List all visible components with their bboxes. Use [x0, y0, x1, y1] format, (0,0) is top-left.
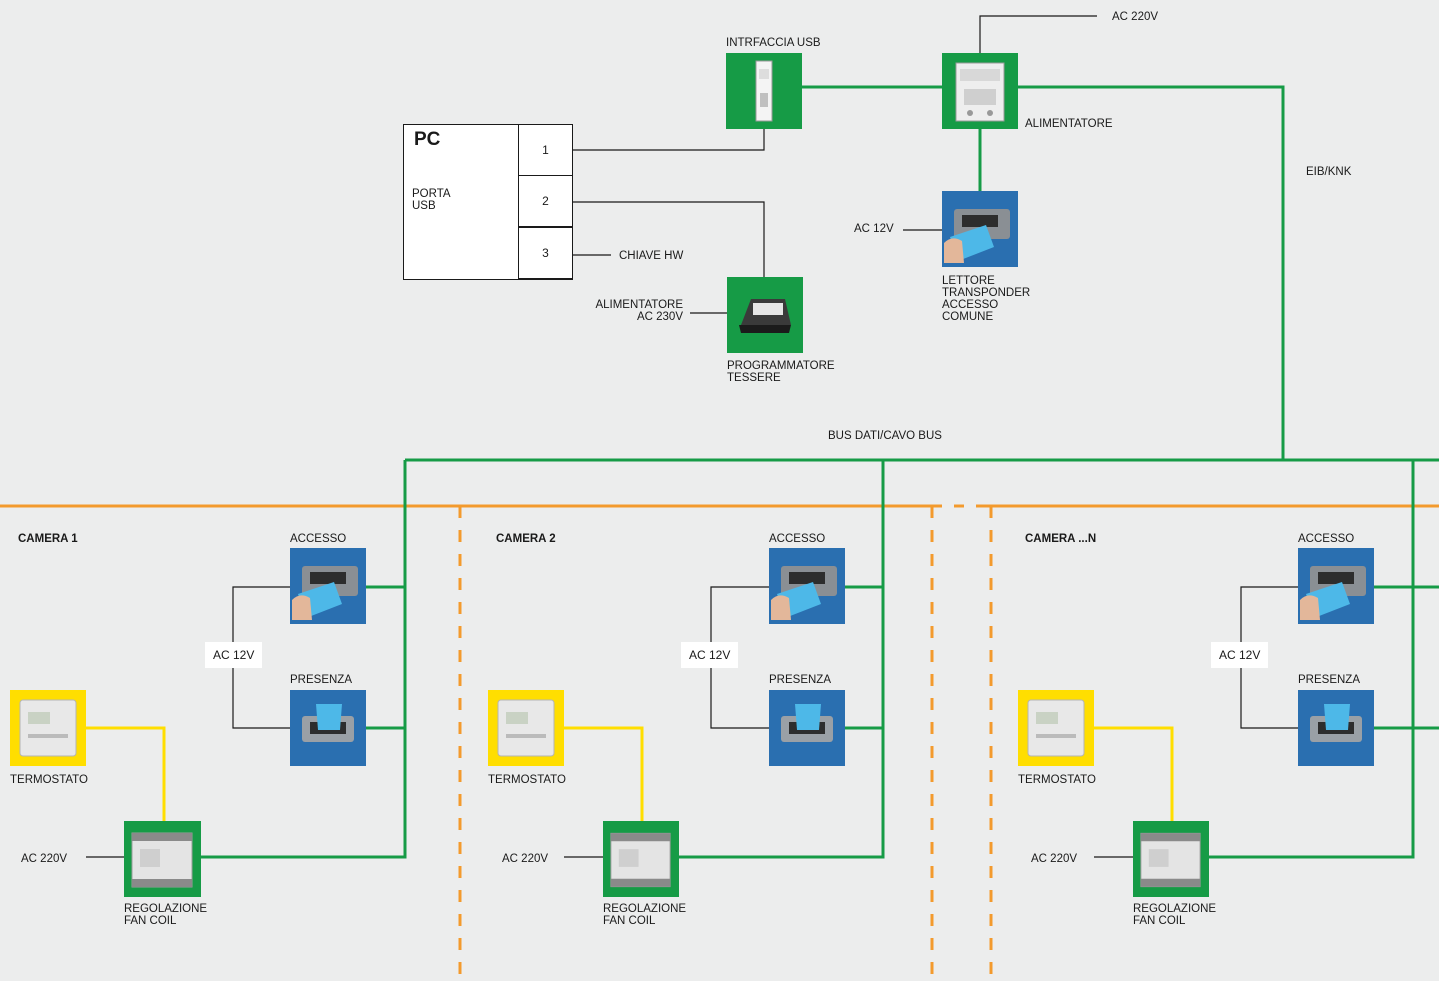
room-title: CAMERA 2: [496, 533, 556, 545]
presence-sensor-device: [769, 690, 845, 766]
card-holder-icon: [1310, 704, 1362, 742]
wire-pc-usb: [573, 129, 765, 151]
reader-label: LETTORE TRANSPONDER ACCESSO COMUNE: [942, 275, 1031, 323]
card-reader-icon: [944, 209, 1010, 263]
programmer-label: PROGRAMMATORE TESSERE: [727, 360, 835, 384]
card-reader-icon: [1300, 566, 1366, 620]
eib-knk-label: EIB/KNK: [1306, 166, 1352, 178]
hw-key-label: CHIAVE HW: [619, 250, 684, 262]
access-reader-device: [1298, 548, 1374, 624]
card-reader-icon: [292, 566, 358, 620]
card-programmer-icon: [739, 299, 791, 333]
ac220-label: AC 220V: [502, 853, 549, 865]
fan-coil-controller-device: [124, 821, 201, 897]
transponder-reader-device: [942, 191, 1018, 267]
ac12-label: AC 12V: [205, 642, 263, 668]
ac12-label: AC 12V: [1211, 642, 1269, 668]
card-programmer-device: [727, 277, 803, 353]
din-module-icon: [755, 60, 773, 122]
presence-sensor-device: [1298, 690, 1374, 766]
access-reader-device: [769, 548, 845, 624]
ac12-reader-label: AC 12V: [854, 223, 894, 235]
bus-eib-trunk: [1018, 85, 1285, 460]
pc-port-2: 2: [518, 175, 573, 227]
fan-coil-label: REGOLAZIONE FAN COIL: [1133, 903, 1217, 927]
ac220-top-label: AC 220V: [1112, 11, 1159, 23]
room-title: CAMERA ...N: [1025, 533, 1097, 545]
presence-label: PRESENZA: [1298, 674, 1360, 686]
access-reader-device: [290, 548, 366, 624]
pc-port-3: 3: [518, 227, 573, 279]
thermostat-device: [1018, 690, 1094, 766]
usb-port-label: PORTA USB: [412, 188, 451, 212]
fan-coil-controller-device: [1133, 821, 1209, 897]
pc-title: PC: [414, 129, 441, 150]
card-holder-icon: [781, 704, 833, 742]
alim230-label: ALIMENTATORE AC 230V: [595, 299, 683, 323]
bus-label: BUS DATI/CAVO BUS: [828, 430, 942, 442]
access-label: ACCESSO: [290, 533, 347, 545]
ac12-label: AC 12V: [681, 642, 739, 668]
card-holder-icon: [302, 704, 354, 742]
thermostat-icon: [19, 699, 77, 757]
presence-label: PRESENZA: [290, 674, 352, 686]
thermostat-device: [488, 690, 564, 766]
thermostat-label: TERMOSTATO: [1018, 774, 1096, 786]
controller-module-icon: [610, 832, 671, 888]
controller-module-icon: [1140, 832, 1201, 888]
power-supply-icon: [955, 62, 1005, 122]
ac220-label: AC 220V: [21, 853, 68, 865]
usb-interface-device: [726, 53, 802, 129]
access-label: ACCESSO: [769, 533, 826, 545]
presence-label: PRESENZA: [769, 674, 831, 686]
thermostat-label: TERMOSTATO: [10, 774, 88, 786]
card-reader-icon: [771, 566, 837, 620]
fan-coil-label: REGOLAZIONE FAN COIL: [124, 903, 208, 927]
ac220-label: AC 220V: [1031, 853, 1078, 865]
access-label: ACCESSO: [1298, 533, 1355, 545]
power-supply-label: ALIMENTATORE: [1025, 118, 1113, 130]
pc-port-1: 1: [518, 124, 573, 176]
controller-module-icon: [131, 832, 193, 888]
thermostat-icon: [497, 699, 555, 757]
room-title: CAMERA 1: [18, 533, 78, 545]
usb-interface-label: INTRFACCIA USB: [726, 37, 821, 49]
thermostat-label: TERMOSTATO: [488, 774, 566, 786]
power-supply-device: [942, 53, 1018, 129]
wire-ac220-top: [979, 15, 1097, 53]
thermostat-device: [10, 690, 86, 766]
fan-coil-label: REGOLAZIONE FAN COIL: [603, 903, 687, 927]
presence-sensor-device: [290, 690, 366, 766]
wire-pc-programmer: [573, 201, 765, 277]
pc-ports: 1 2 3: [518, 124, 574, 280]
thermostat-icon: [1027, 699, 1085, 757]
pc-box: PC PORTA USB 1 2 3: [403, 124, 573, 280]
fan-coil-controller-device: [603, 821, 679, 897]
